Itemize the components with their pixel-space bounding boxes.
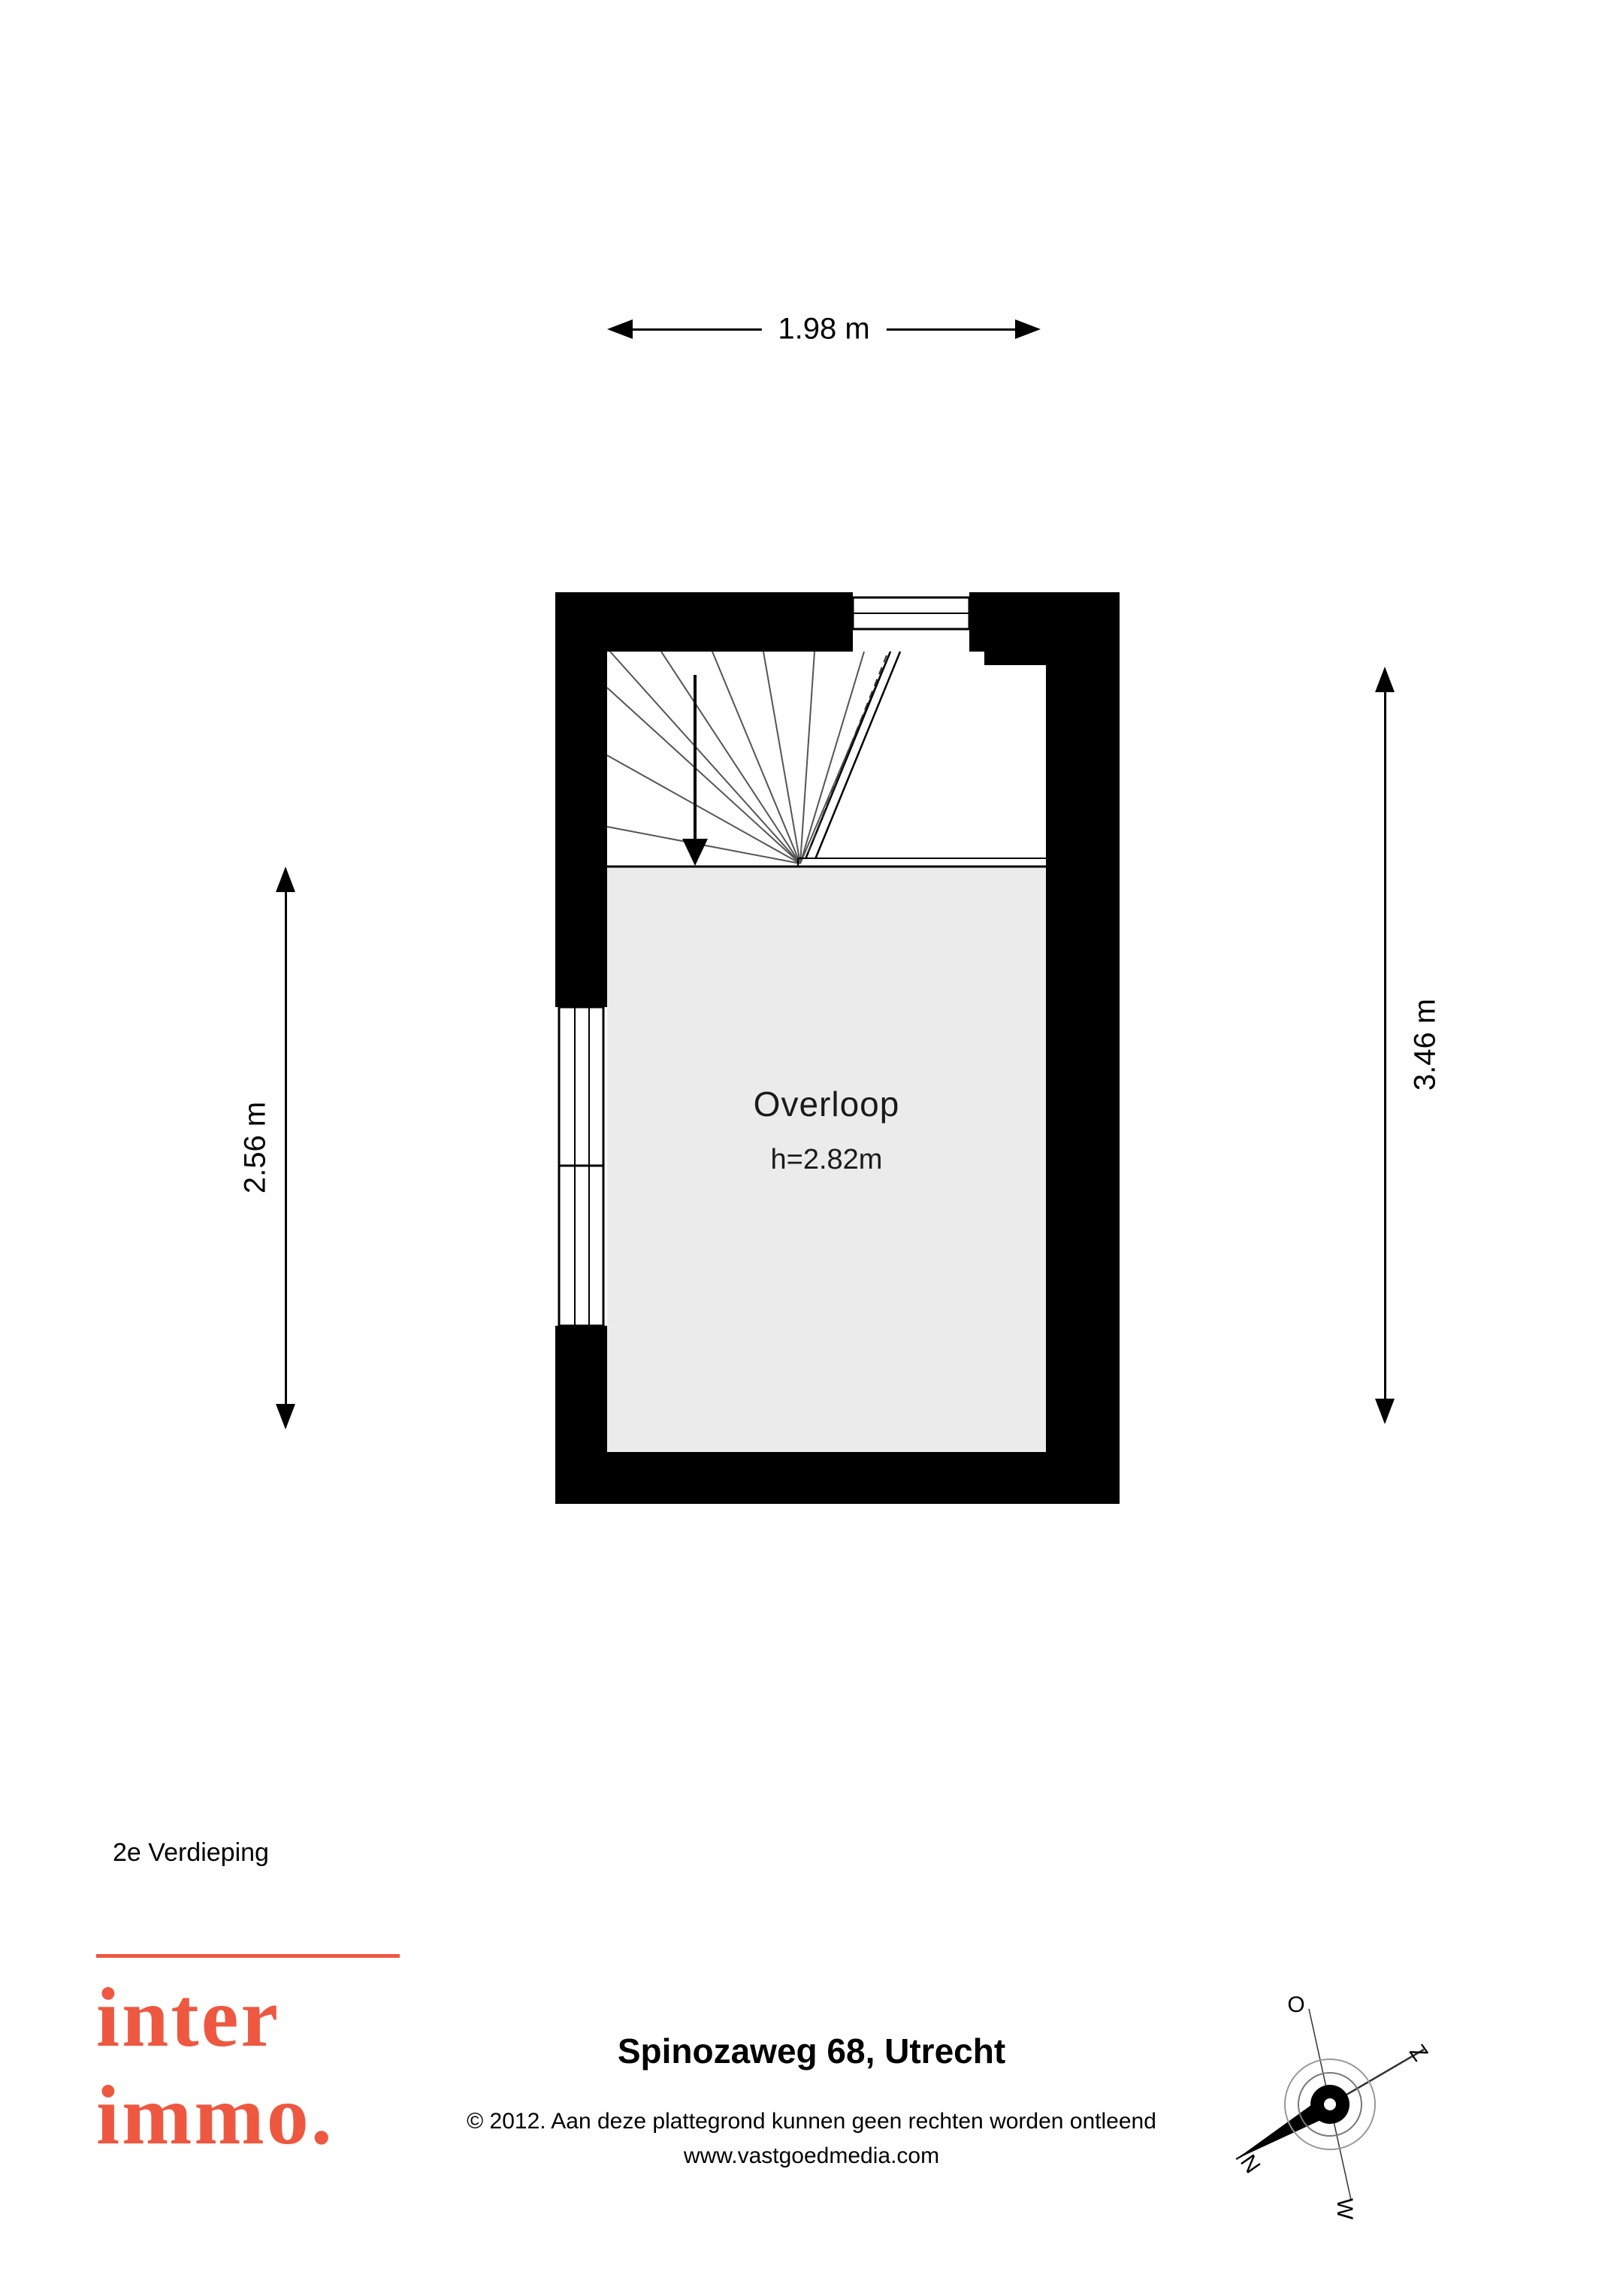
staircase: [606, 651, 1046, 868]
address-title: Spinozaweg 68, Utrecht: [617, 2031, 1006, 2071]
compass-needle: [1236, 2095, 1335, 2159]
logo-line1: inter: [96, 1971, 281, 2065]
room-overloop-area: [607, 867, 1046, 1452]
room-ceiling-height: h=2.82m: [770, 1144, 883, 1175]
dimension-label-left: 2.56 m: [238, 1101, 272, 1194]
walls: [555, 592, 1120, 1504]
left-window: [558, 1006, 605, 1327]
dimension-height-left: [276, 867, 296, 1429]
compass-south-label: Z: [1404, 2040, 1433, 2066]
arrowhead-right-icon: [1015, 319, 1041, 339]
website-text: www.vastgoedmedia.com: [683, 2143, 940, 2168]
logo-rule: [96, 1954, 400, 1958]
compass-east-label: O: [1287, 1992, 1304, 2017]
logo-line2: immo.: [96, 2068, 334, 2162]
copyright-text: © 2012. Aan deze plattegrond kunnen geen…: [467, 2109, 1156, 2134]
dimension-height-right: [1375, 667, 1395, 1424]
arrowhead-left-icon: [607, 319, 633, 339]
floor-label: 2e Verdieping: [113, 1838, 269, 1867]
stair-direction-arrow: [682, 675, 708, 866]
logo: inter immo.: [96, 1954, 400, 2165]
compass-icon: O Z N W: [1235, 1992, 1433, 2220]
arrowhead-down-icon: [1375, 1399, 1395, 1424]
dimension-line: [1384, 689, 1386, 1402]
room-name: Overloop: [753, 1084, 900, 1124]
dimension-label-right: 3.46 m: [1408, 998, 1442, 1091]
arrowhead-down-icon: [276, 1404, 295, 1429]
top-window: [851, 596, 971, 631]
compass-west-label: W: [1332, 2198, 1357, 2220]
arrowhead-up-icon: [276, 867, 295, 892]
arrowhead-up-icon: [1375, 667, 1395, 692]
dimension-label-top: 1.98 m: [761, 312, 887, 346]
dimension-line: [285, 889, 287, 1407]
floor-plan: [555, 592, 1120, 1504]
compass-north-label: N: [1235, 2150, 1265, 2178]
dimension-width-top: 1.98 m: [607, 310, 1041, 349]
